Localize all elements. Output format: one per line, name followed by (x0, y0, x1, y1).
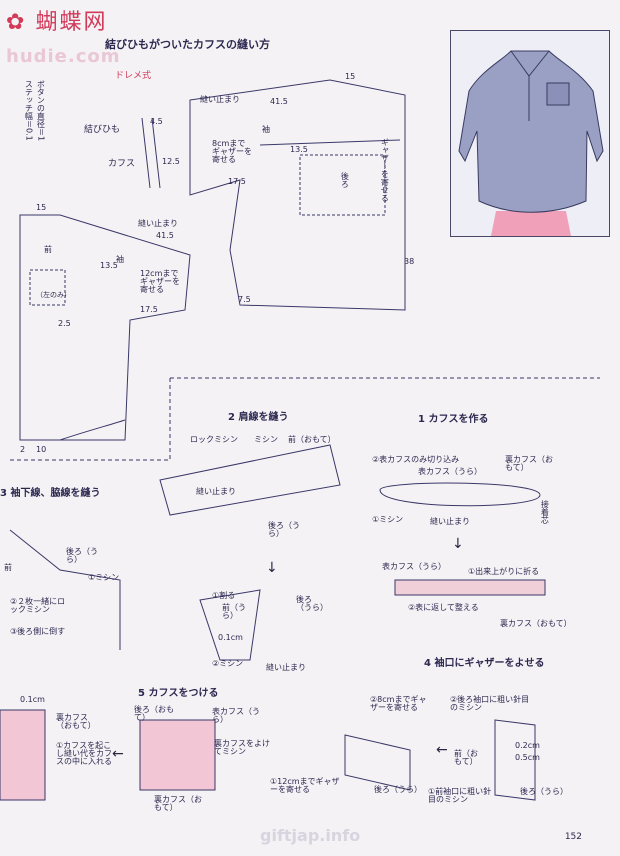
step1-d: ①ミシン (372, 515, 404, 524)
step3-e: ③後ろ側に倒す (10, 627, 66, 636)
step4-f: ①12cmまでギャザーを寄せる (270, 777, 340, 794)
label-pocket: （左のみ） (36, 291, 71, 299)
dim-2: 2 (20, 445, 26, 454)
step2-f: ①割る (212, 591, 236, 600)
step2-c: 前（おもて） (288, 435, 336, 444)
step2-i: 0.1cm (218, 633, 243, 642)
step5-f: 裏カフス（おもて） (56, 713, 96, 730)
step2-g: 前（うら） (222, 603, 246, 620)
note-button-diameter: ボタンの直径＝1 (36, 80, 46, 142)
label-sleeve-back: 袖 (262, 125, 270, 134)
step3-b: ①ミシン (88, 573, 120, 582)
arrow-down-icon: ↓ (452, 536, 464, 552)
step4-d: 0.2cm (515, 741, 540, 750)
dim-7-5: 7.5 (238, 295, 251, 304)
dim-17-5b: 17.5 (140, 305, 158, 314)
step1-e: 縫い止まり (430, 517, 470, 526)
step1-h: ①出来上がりに折る (468, 567, 540, 576)
step1-c: 裏カフス（おもて） (505, 455, 553, 472)
dim-15b: 15 (36, 203, 47, 212)
step4-h: ①前袖口に粗い針目のミシン (428, 787, 492, 804)
dim-10: 10 (36, 445, 47, 454)
label-gather-back: ギャザーを寄せる (380, 138, 390, 202)
dim-12-5: 12.5 (162, 157, 180, 166)
label-sleeve-front: 袖 (116, 255, 124, 264)
dim-38: 38 (404, 257, 415, 266)
step5-e: 0.1cm (20, 695, 45, 704)
step1-a: ②表カフスのみ切り込み (372, 455, 460, 464)
step1-j: 裏カフス（おもて） (500, 619, 572, 628)
label-gather8: 8cmまでギャザーを寄せる (212, 139, 252, 164)
step2-d: 縫い止まり (196, 487, 236, 496)
note-cuff: カフス (108, 159, 136, 169)
arrow-left-icon-2: ← (112, 746, 124, 762)
step1-g: 表カフス（うら） (382, 562, 446, 571)
arrow-left-icon: ← (436, 742, 448, 758)
step3-title: 3 袖下線、脇線を縫う (0, 488, 101, 499)
dim-13-5a: 13.5 (290, 145, 308, 154)
step2-b: ミシン (254, 435, 278, 444)
dim-2-5: 2.5 (58, 319, 71, 328)
note-tie: 結びひも (84, 125, 121, 135)
dim-17-5a: 17.5 (228, 177, 246, 186)
step3-a: 後ろ（うら） (66, 547, 98, 564)
label-stop-back: 縫い止まり (200, 95, 240, 104)
watermark-logo: ✿ 蝴蝶网 (6, 4, 107, 36)
step1-b: 表カフス（うら） (418, 467, 482, 476)
arrow-down-icon-2: ↓ (266, 560, 278, 576)
garment-illustration (450, 30, 610, 237)
step5-a: 後ろ（おもて） (134, 705, 174, 722)
blouse-figure (458, 50, 604, 236)
label-front: 前 (44, 245, 52, 254)
step2-title: 2 肩線を縫う (228, 412, 289, 423)
page-number: 152 (564, 832, 582, 842)
dim-13-5b: 13.5 (100, 261, 118, 270)
note-stitch-width: ステッチ幅＝0.1 (24, 80, 34, 141)
dim-15a: 15 (345, 72, 356, 81)
label-gather12: 12cmまでギャザーを寄せる (140, 269, 180, 294)
dim-41-5a: 41.5 (270, 97, 288, 106)
step1-i: ②表に返して整える (408, 603, 479, 612)
footer-watermark: giftjap.info (260, 826, 361, 845)
label-stop-front: 縫い止まり (138, 219, 178, 228)
step2-k: 縫い止まり (266, 663, 306, 672)
step1-title: 1 カフスを作る (418, 414, 489, 425)
dim-41-5b: 41.5 (156, 231, 174, 240)
step4-c: 前（おもて） (454, 749, 478, 766)
watermark-url: hudie.com (6, 46, 121, 67)
label-back: 後ろ (340, 172, 350, 188)
step5-d: 裏カフス（おもて） (154, 795, 202, 812)
dim-4-5: 4.5 (150, 117, 163, 126)
step4-title: 4 袖口にギャザーをよせる (424, 658, 545, 669)
step5-c: 裏カフスをよけてミシン (214, 739, 270, 756)
step5-b: 表カフス（うら） (212, 707, 260, 724)
step4-g: 後ろ（うら） (374, 785, 422, 794)
watermark-site-name: 蝴蝶网 (35, 10, 108, 35)
step4-e: 0.5cm (515, 753, 540, 762)
step3-c: 前 (4, 563, 12, 572)
step2-j: ②ミシン (212, 659, 244, 668)
step2-a: ロックミシン (190, 435, 238, 444)
page-title: 結びひもがついたカフスの縫い方 (105, 38, 270, 51)
step3-d: ②２枚一緒にロックミシン (10, 597, 66, 614)
step2-h: 後ろ（うら） (296, 595, 328, 612)
flower-icon: ✿ (6, 10, 27, 35)
step1-f: 接着芯 (540, 500, 550, 524)
step2-e: 後ろ（うら） (268, 521, 300, 538)
step4-b: ②後ろ袖口に粗い針目のミシン (450, 695, 530, 712)
page-subtitle: ドレメ式 (115, 71, 152, 81)
step4-i: 後ろ（うら） (520, 787, 568, 796)
step5-g: ①カフスを起こし縫い代をカフスの中に入れる (56, 741, 112, 766)
step4-a: ②8cmまでギャザーを寄せる (370, 695, 427, 712)
step5-title: 5 カフスをつける (138, 688, 219, 699)
